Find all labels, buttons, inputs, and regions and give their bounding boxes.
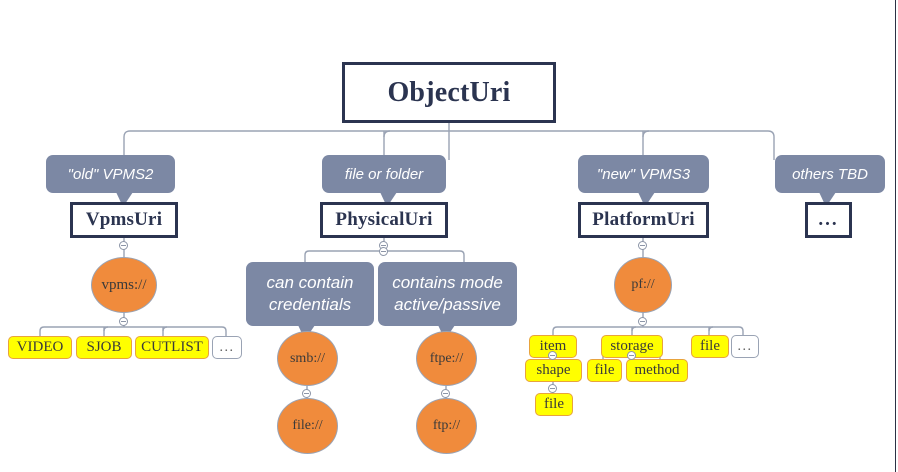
note-label: can contain credentials bbox=[266, 273, 354, 314]
collapse-handle-vpms-scheme[interactable] bbox=[119, 317, 128, 326]
class-box-vpmsuri[interactable]: VpmsUri bbox=[70, 202, 178, 238]
leaf-label: item bbox=[539, 338, 567, 354]
leaf-item[interactable]: item bbox=[529, 335, 577, 358]
class-label: ... bbox=[818, 209, 839, 230]
collapse-handle-ftpe[interactable] bbox=[441, 389, 450, 398]
leaf-label: ... bbox=[737, 338, 753, 354]
note-label: "old" VPMS2 bbox=[67, 165, 154, 183]
leaf-method[interactable]: method bbox=[626, 359, 688, 382]
note-old-vpms2[interactable]: "old" VPMS2 bbox=[46, 155, 175, 207]
scheme-circle-smb[interactable]: smb:// bbox=[277, 331, 338, 386]
collapse-handle-storage[interactable] bbox=[627, 351, 636, 360]
leaf-label: shape bbox=[536, 362, 571, 378]
leaf-label: file bbox=[594, 362, 615, 378]
collapse-handle-platformuri[interactable] bbox=[638, 241, 647, 250]
leaf-label: ... bbox=[219, 339, 235, 355]
note-others-tbd[interactable]: others TBD bbox=[775, 155, 885, 207]
class-box-others[interactable]: ... bbox=[805, 202, 852, 238]
leaf-label: CUTLIST bbox=[141, 339, 203, 355]
class-box-platformuri[interactable]: PlatformUri bbox=[578, 202, 709, 238]
collapse-handle-vpmsuri[interactable] bbox=[119, 241, 128, 250]
leaf-vpms-more[interactable]: ... bbox=[212, 336, 242, 359]
leaf-platform-more[interactable]: ... bbox=[731, 335, 759, 358]
leaf-label: SJOB bbox=[86, 339, 122, 355]
leaf-cutlist[interactable]: CUTLIST bbox=[135, 336, 209, 359]
leaf-label: method bbox=[634, 362, 680, 378]
scheme-circle-file[interactable]: file:// bbox=[277, 398, 338, 454]
collapse-handle-shape[interactable] bbox=[548, 384, 557, 393]
note-can-contain-credentials[interactable]: can contain credentials bbox=[246, 262, 374, 340]
note-label: file or folder bbox=[344, 165, 424, 183]
scheme-circle-ftp[interactable]: ftp:// bbox=[416, 398, 477, 454]
class-label: PhysicalUri bbox=[335, 209, 433, 230]
note-label: contains mode active/passive bbox=[392, 273, 503, 314]
scheme-label: smb:// bbox=[289, 350, 325, 366]
class-label: PlatformUri bbox=[592, 209, 695, 230]
scheme-circle-pf[interactable]: pf:// bbox=[614, 257, 672, 313]
note-label: others TBD bbox=[792, 165, 868, 183]
scheme-circle-ftpe[interactable]: ftpe:// bbox=[416, 331, 477, 386]
note-new-vpms3[interactable]: "new" VPMS3 bbox=[578, 155, 709, 207]
collapse-handle-physical-notes[interactable] bbox=[379, 247, 388, 256]
collapse-handle-item[interactable] bbox=[548, 351, 557, 360]
class-label: VpmsUri bbox=[85, 209, 163, 230]
leaf-label: VIDEO bbox=[16, 339, 64, 355]
class-label: ObjectUri bbox=[387, 76, 511, 108]
class-box-physicaluri[interactable]: PhysicalUri bbox=[320, 202, 448, 238]
leaf-shape[interactable]: shape bbox=[525, 359, 582, 382]
leaf-file-platform[interactable]: file bbox=[691, 335, 729, 358]
leaf-file-shape[interactable]: file bbox=[535, 393, 573, 416]
class-box-objecturi[interactable]: ObjectUri bbox=[342, 62, 556, 123]
leaf-label: file bbox=[544, 396, 564, 412]
note-file-or-folder[interactable]: file or folder bbox=[322, 155, 446, 207]
leaf-sjob[interactable]: SJOB bbox=[76, 336, 132, 359]
leaf-label: file bbox=[700, 338, 720, 354]
leaf-video[interactable]: VIDEO bbox=[8, 336, 72, 359]
scheme-label: ftpe:// bbox=[429, 350, 464, 366]
window-right-border bbox=[895, 0, 896, 472]
leaf-file-storage[interactable]: file bbox=[587, 359, 622, 382]
scheme-label: vpms:// bbox=[101, 276, 147, 293]
scheme-label: file:// bbox=[292, 418, 323, 433]
note-label: "new" VPMS3 bbox=[596, 165, 691, 183]
collapse-handle-pf[interactable] bbox=[638, 317, 647, 326]
leaf-label: storage bbox=[610, 338, 654, 354]
note-contains-mode-active-passive[interactable]: contains mode active/passive bbox=[378, 262, 517, 340]
scheme-label: ftp:// bbox=[432, 418, 461, 433]
collapse-handle-smb[interactable] bbox=[302, 389, 311, 398]
scheme-circle-vpms[interactable]: vpms:// bbox=[91, 257, 157, 313]
scheme-label: pf:// bbox=[631, 277, 655, 292]
